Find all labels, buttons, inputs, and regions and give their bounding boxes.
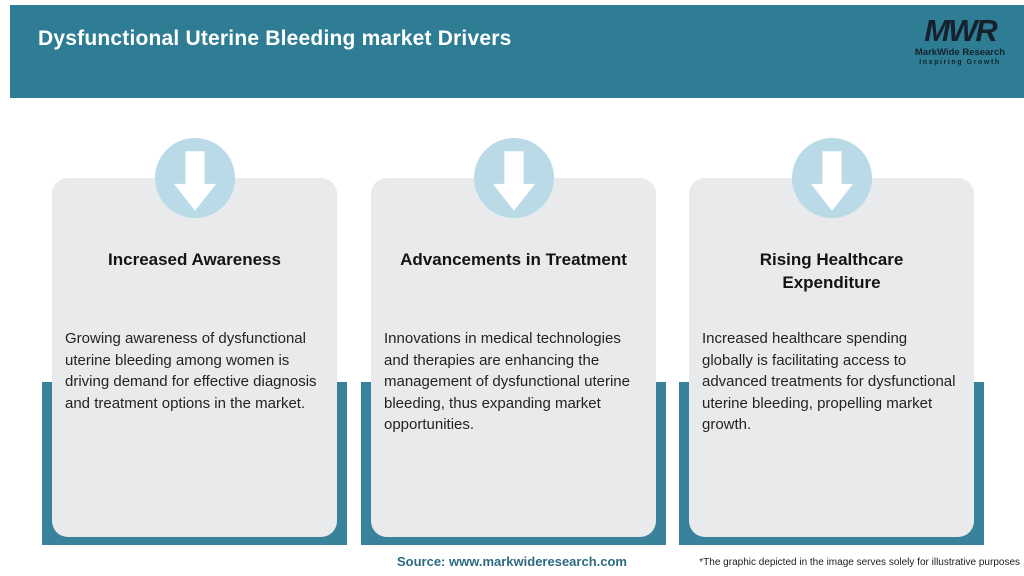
disclaimer-text: *The graphic depicted in the image serve… — [699, 557, 1020, 568]
circle-badge — [155, 138, 235, 218]
markwide-research-logo: MWR MarkWide Research Inspiring Growth — [910, 15, 1010, 66]
driver-card-increased-awareness: Increased Awareness Growing awareness of… — [52, 178, 337, 537]
logo-name: MarkWide Research — [914, 47, 1006, 58]
circle-badge — [474, 138, 554, 218]
driver-card-rising-healthcare-expenditure: Rising Healthcare Expenditure Increased … — [689, 178, 974, 537]
logo-mark: MWR — [924, 13, 997, 48]
down-arrow-icon — [491, 144, 537, 212]
page-title: Dysfunctional Uterine Bleeding market Dr… — [38, 27, 512, 50]
logo-tagline: Inspiring Growth — [919, 59, 1001, 66]
card-description: Increased healthcare spending globally i… — [702, 330, 956, 433]
card-title: Increased Awareness — [108, 250, 281, 269]
driver-card-advancements-in-treatment: Advancements in Treatment Innovations in… — [371, 178, 656, 537]
card-description: Growing awareness of dysfunctional uteri… — [65, 330, 317, 412]
circle-badge — [792, 138, 872, 218]
down-arrow-icon — [172, 144, 218, 212]
card-title: Advancements in Treatment — [400, 250, 627, 269]
header-bar: Dysfunctional Uterine Bleeding market Dr… — [10, 5, 1024, 98]
source-text: Source: www.markwideresearch.com — [396, 554, 627, 569]
down-arrow-icon — [809, 144, 855, 212]
card-title: Rising Healthcare Expenditure — [759, 250, 904, 292]
card-description: Innovations in medical technologies and … — [384, 330, 630, 433]
